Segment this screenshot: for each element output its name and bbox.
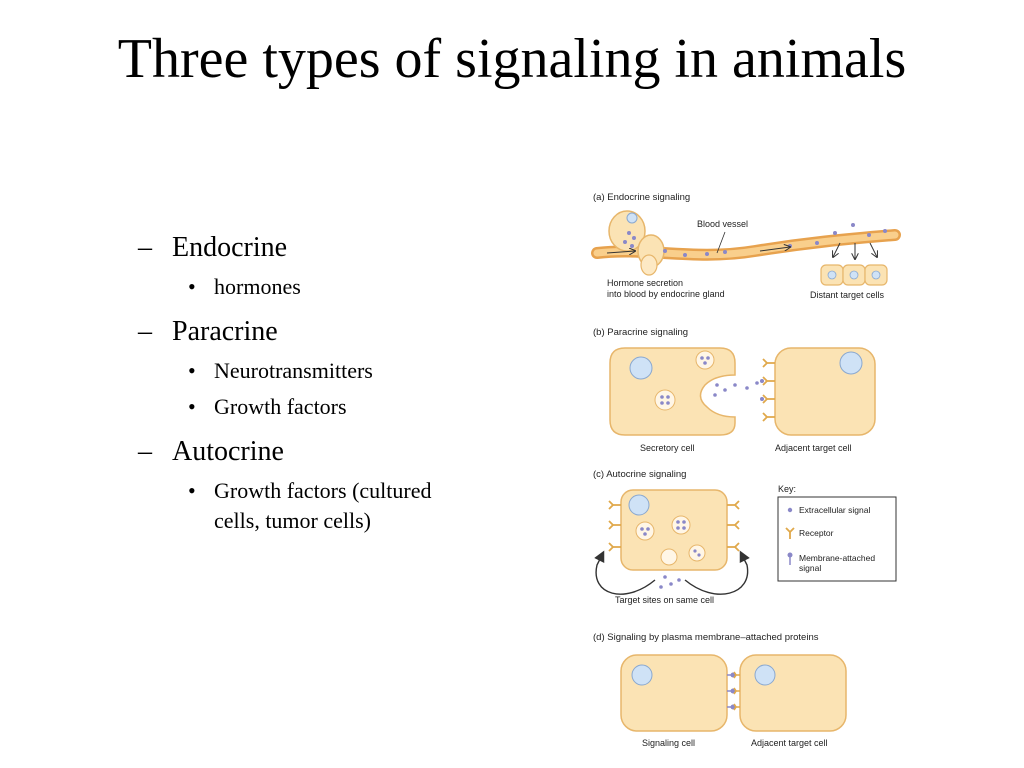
adjacent-cell-label-d: Adjacent target cell (751, 738, 828, 748)
signaling-cell-label: Signaling cell (642, 738, 695, 748)
bullet-marker: • (188, 394, 196, 419)
outline-item-endocrine: – Endocrine (138, 230, 478, 266)
signaling-diagram: (a) Endocrine signaling (591, 192, 901, 748)
sub-item-growth-factors: • Growth factors (188, 392, 478, 422)
panel-membrane-attached: (d) Signaling by plasma membrane–attache… (593, 632, 847, 748)
autocrine-arrow-right (684, 550, 750, 595)
dash-marker: – (138, 316, 152, 347)
paracrine-signals (713, 381, 759, 397)
membrane-signal-key-icon (787, 552, 793, 565)
signaling-outline: – Endocrine • hormones – Paracrine • Neu… (138, 230, 478, 536)
key-membrane-label-line2: signal (799, 563, 821, 573)
panel-b-heading: (b) Paracrine signaling (593, 327, 688, 338)
membrane-bound-signals (727, 671, 740, 711)
flow-arrow-left (606, 251, 635, 253)
sub-item-hormones: • hormones (188, 272, 478, 302)
nucleus (754, 664, 776, 686)
sub-item-neurotransmitters: • Neurotransmitters (188, 356, 478, 386)
autocrine-arrow-left (594, 550, 656, 595)
endocrine-label: Endocrine (172, 232, 288, 263)
distant-target-cells (820, 264, 888, 286)
nucleus (629, 356, 653, 380)
figure-key: Key: Extracellular signal Receptor Membr… (777, 484, 897, 582)
bullet-marker: • (188, 358, 196, 383)
nucleus (628, 494, 650, 516)
sub-item-autocrine-growth-factors: • Growth factors (cultured cells, tumor … (188, 476, 478, 536)
nucleus (839, 351, 863, 375)
key-box (777, 496, 897, 582)
neurotransmitters-label: Neurotransmitters (214, 358, 373, 383)
outline-item-paracrine: – Paracrine (138, 314, 478, 350)
secretion-label-line2: into blood by endocrine gland (607, 289, 725, 299)
secretory-vesicles (654, 350, 715, 411)
autocrine-vesicles (635, 515, 706, 566)
key-signal-label: Extracellular signal (799, 505, 870, 515)
adjacent-target-cell-d (739, 654, 847, 732)
page-title: Three types of signaling in animals (117, 28, 907, 90)
nucleus (631, 664, 653, 686)
target-sites-label: Target sites on same cell (615, 595, 714, 605)
panel-d-heading: (d) Signaling by plasma membrane–attache… (593, 632, 819, 643)
secretory-cell-label: Secretory cell (640, 443, 695, 453)
outline-item-autocrine: – Autocrine (138, 434, 478, 470)
dash-marker: – (138, 436, 152, 467)
bullet-marker: • (188, 274, 196, 299)
blood-vessel-label: Blood vessel (697, 219, 748, 229)
key-title: Key: (778, 484, 796, 494)
growth-factors-label: Growth factors (214, 394, 347, 419)
target-arrow (833, 242, 841, 257)
panel-a-heading: (a) Endocrine signaling (593, 192, 690, 203)
signal-key-icon (787, 507, 793, 513)
signaling-figure: (a) Endocrine signaling (585, 185, 910, 755)
secretion-label-line1: Hormone secretion (607, 278, 683, 288)
distant-cells-label: Distant target cells (810, 290, 885, 300)
hormone-dots (663, 223, 887, 257)
panel-endocrine: (a) Endocrine signaling (591, 192, 901, 300)
adjacent-cell-label: Adjacent target cell (775, 443, 852, 453)
vessel-pointer (716, 231, 726, 254)
autocrine-receptors (608, 500, 740, 552)
key-receptor-label: Receptor (799, 528, 834, 538)
secretory-cell (609, 347, 736, 436)
hormones-label: hormones (214, 274, 301, 299)
receptors (762, 358, 775, 422)
key-membrane-label-line1: Membrane-attached (799, 553, 875, 563)
flow-arrow-right (759, 247, 790, 252)
receptor-key-icon (785, 527, 795, 539)
panel-c-heading: (c) Autocrine signaling (593, 469, 686, 480)
autocrine-label: Autocrine (172, 436, 284, 467)
dash-marker: – (138, 232, 152, 263)
autocrine-signals (659, 575, 681, 589)
panel-paracrine: (b) Paracrine signaling Sec (593, 327, 876, 453)
panel-autocrine: (c) Autocrine signaling (593, 469, 897, 605)
autocrine-growth-factors-label: Growth factors (cultured cells, tumor ce… (214, 478, 432, 533)
bullet-marker: • (188, 478, 196, 503)
endocrine-gland (608, 210, 665, 276)
target-arrow (869, 242, 877, 257)
paracrine-label: Paracrine (172, 316, 278, 347)
